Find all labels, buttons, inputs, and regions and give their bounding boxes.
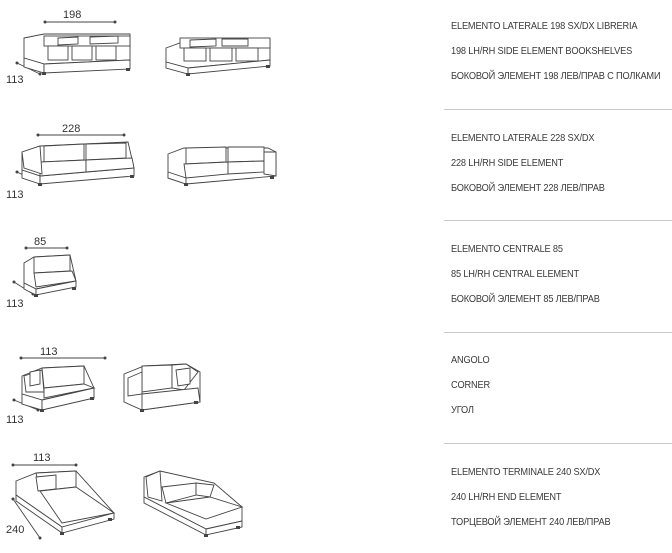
description-line-ru: ТОРЦЕВОЙ ЭЛЕМЕНТ 240 ЛЕВ/ПРАВ: [451, 516, 611, 528]
dim-depth: 113: [6, 189, 24, 201]
description-line-it: ANGOLO: [451, 354, 490, 366]
dim-width: 113: [33, 452, 51, 464]
description-line-ru: БОКОВОЙ ЭЛЕМЕНТ 85 ЛЕВ/ПРАВ: [451, 293, 600, 305]
row-divider: [444, 109, 672, 110]
dim-width: 85: [34, 236, 46, 248]
description-line-ru: УГОЛ: [451, 404, 474, 416]
sofa-drawing-228-dimensioned: 228 113: [6, 123, 135, 201]
sofa-drawing-corner-mirror: [123, 363, 201, 412]
description-line-en: 198 LH/RH SIDE ELEMENT BOOKSHELVES: [451, 45, 633, 57]
module-drawings: 228 113: [0, 110, 440, 220]
dim-depth: 113: [6, 298, 24, 310]
dim-depth: 113: [6, 74, 24, 86]
sofa-drawing-228-mirror: [167, 146, 277, 186]
dim-depth: 113: [6, 414, 24, 426]
row-divider: [444, 220, 672, 221]
row-divider: [444, 443, 672, 444]
description-line-en: 85 LH/RH CENTRAL ELEMENT: [451, 268, 579, 280]
description-line-en: 240 LH/RH END ELEMENT: [451, 491, 562, 503]
description-line-it: ELEMENTO LATERALE 228 SX/DX: [451, 132, 595, 144]
sofa-drawing-198-mirror: [165, 37, 271, 76]
module-drawings: 113 113: [0, 332, 440, 442]
description-line-it: ELEMENTO TERMINALE 240 SX/DX: [451, 466, 601, 478]
description-line-ru: БОКОВОЙ ЭЛЕМЕНТ 198 ЛЕВ/ПРАВ С ПОЛКАМИ: [451, 70, 661, 82]
description-line-en: 228 LH/RH SIDE ELEMENT: [451, 157, 564, 169]
sofa-drawing-240-dimensioned: 113 240: [6, 452, 116, 540]
dim-width: 198: [63, 9, 81, 21]
description-line-en: CORNER: [451, 379, 490, 391]
row-divider: [444, 332, 672, 333]
sofa-drawing-corner-dimensioned: 113 113: [6, 346, 107, 426]
sofa-drawing-240-mirror: [143, 470, 244, 537]
sofa-drawing-85-dimensioned: 85 113: [6, 236, 77, 310]
sofa-drawing-198-dimensioned: 198 113: [6, 9, 131, 86]
dim-width: 228: [62, 123, 80, 135]
module-drawings: 113 240: [0, 443, 440, 553]
description-line-ru: БОКОВОЙ ЭЛЕМЕНТ 228 ЛЕВ/ПРАВ: [451, 182, 605, 194]
module-drawings: 85 113: [0, 221, 440, 331]
description-line-it: ELEMENTO LATERALE 198 SX/DX LIBRERIA: [451, 20, 638, 32]
module-drawings: 198 113: [0, 0, 440, 110]
dim-width: 113: [40, 346, 58, 358]
dim-depth: 240: [6, 524, 24, 536]
description-line-it: ELEMENTO CENTRALE 85: [451, 243, 563, 255]
